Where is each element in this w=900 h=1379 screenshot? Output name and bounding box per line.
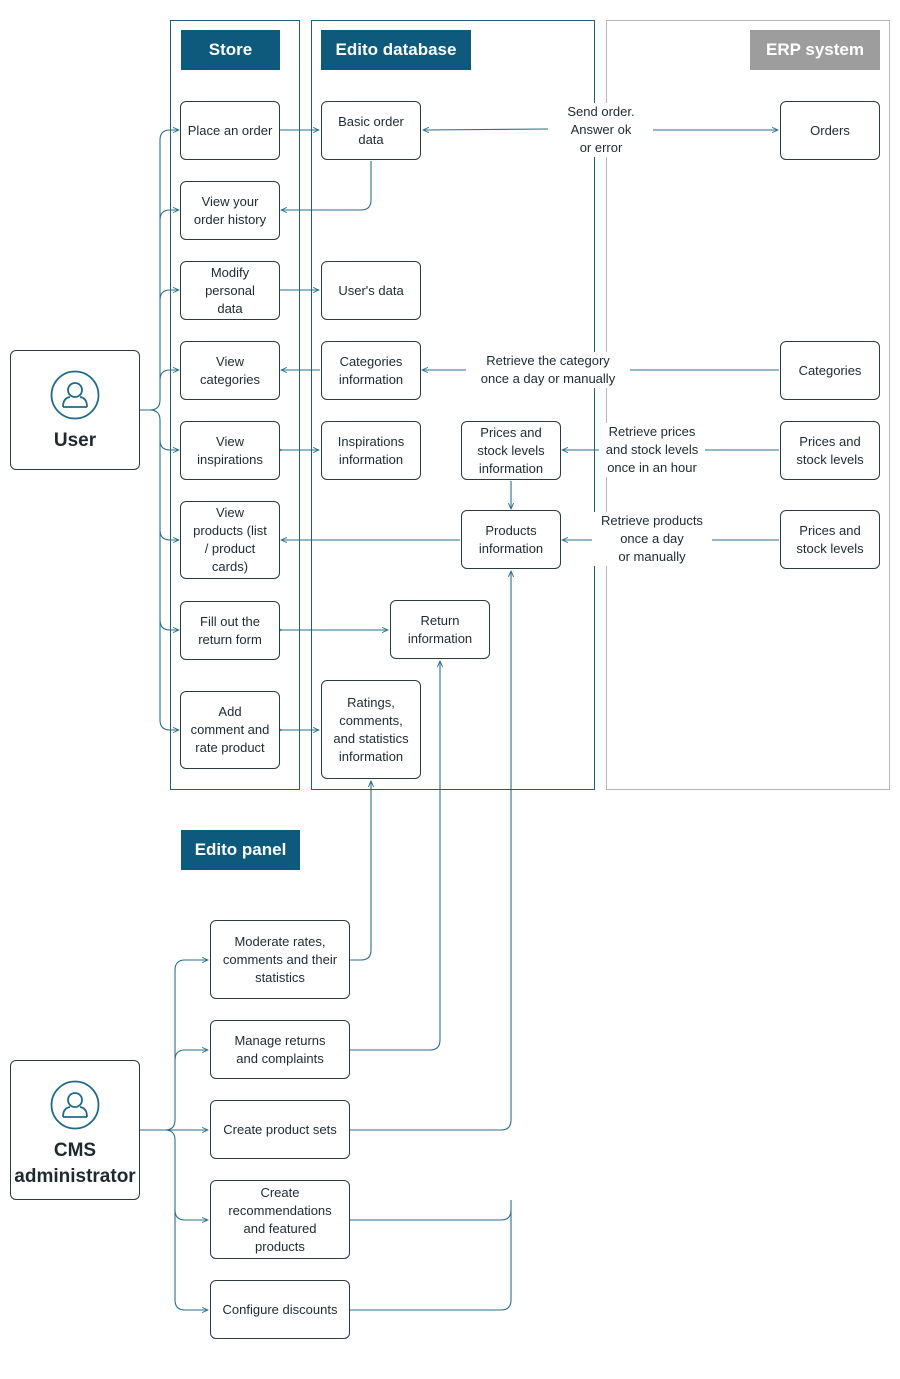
moderate-rates-box[interactable]: Moderate rates, comments and their stati… bbox=[210, 920, 350, 999]
wire-user-return bbox=[159, 619, 179, 630]
user-fanout-lower bbox=[149, 409, 179, 730]
modify-personal-data-box[interactable]: Modify personal data bbox=[180, 261, 280, 320]
wire-discounts bbox=[350, 1200, 512, 1311]
create-product-sets-box[interactable]: Create product sets bbox=[210, 1100, 350, 1159]
wire-recommendations bbox=[350, 1209, 512, 1221]
edito-database-lane bbox=[311, 20, 595, 790]
wire-send-order-left bbox=[423, 129, 549, 130]
prices-stock-information-box[interactable]: Prices and stock levels information bbox=[461, 421, 561, 480]
user-actor[interactable]: User bbox=[10, 350, 140, 470]
wire-user-inspirations bbox=[159, 439, 179, 450]
erp-categories-box[interactable]: Categories bbox=[780, 341, 880, 400]
manage-returns-box[interactable]: Manage returns and complaints bbox=[210, 1020, 350, 1079]
wire-user-history bbox=[159, 210, 179, 221]
create-recommendations-box[interactable]: Create recommendations and featured prod… bbox=[210, 1180, 350, 1259]
view-inspirations-box[interactable]: View inspirations bbox=[180, 421, 280, 480]
users-data-box[interactable]: User's data bbox=[321, 261, 421, 320]
erp-orders-box[interactable]: Orders bbox=[780, 101, 880, 160]
add-comment-box[interactable]: Add comment and rate product bbox=[180, 691, 280, 769]
cms-admin-actor[interactable]: CMS administrator bbox=[10, 1060, 140, 1200]
retrieve-category-label: Retrieve the category once a day or manu… bbox=[466, 352, 630, 388]
wire-manage-returns bbox=[350, 661, 440, 1051]
inspirations-information-box[interactable]: Inspirations information bbox=[321, 421, 421, 480]
basic-order-data-box[interactable]: Basic order data bbox=[321, 101, 421, 160]
admin-fanout-lower bbox=[164, 1129, 208, 1310]
wire-admin-recommendations bbox=[174, 1209, 208, 1220]
wire-history bbox=[281, 161, 372, 210]
view-categories-box[interactable]: View categories bbox=[180, 341, 280, 400]
edito-panel-header: Edito panel bbox=[181, 830, 300, 870]
cms-admin-label: CMS administrator bbox=[14, 1140, 136, 1187]
wire-panel-products bbox=[350, 571, 511, 1131]
store-lane bbox=[170, 20, 300, 790]
erp-system-lane bbox=[606, 20, 890, 790]
ratings-information-box[interactable]: Ratings, comments, and statistics inform… bbox=[321, 680, 421, 779]
user-label: User bbox=[53, 430, 97, 451]
user-fanout-trunk bbox=[140, 130, 179, 411]
place-order-box[interactable]: Place an order bbox=[180, 101, 280, 160]
edito-database-header: Edito database bbox=[321, 30, 471, 70]
wire-user-modify bbox=[159, 290, 179, 301]
store-lane-header: Store bbox=[181, 30, 280, 70]
fill-return-form-box[interactable]: Fill out the return form bbox=[180, 601, 280, 660]
send-order-label: Send order. Answer ok or error bbox=[549, 103, 653, 157]
wire-user-products bbox=[159, 529, 179, 540]
categories-information-box[interactable]: Categories information bbox=[321, 341, 421, 400]
wire-moderate bbox=[350, 781, 371, 961]
configure-discounts-box[interactable]: Configure discounts bbox=[210, 1280, 350, 1339]
products-information-box[interactable]: Products information bbox=[461, 510, 561, 569]
wire-user-categories bbox=[159, 370, 179, 381]
admin-fanout-trunk bbox=[140, 960, 208, 1131]
user-icon bbox=[50, 370, 100, 420]
return-information-box[interactable]: Return information bbox=[390, 600, 490, 659]
admin-user-icon bbox=[50, 1080, 100, 1130]
view-products-box[interactable]: View products (list / product cards) bbox=[180, 501, 280, 579]
retrieve-products-label: Retrieve products once a day or manually bbox=[592, 512, 712, 566]
erp-prices-stock-box-2[interactable]: Prices and stock levels bbox=[780, 510, 880, 569]
erp-system-header: ERP system bbox=[750, 30, 880, 70]
erp-prices-stock-box-1[interactable]: Prices and stock levels bbox=[780, 421, 880, 480]
wire-admin-returns bbox=[174, 1050, 208, 1061]
retrieve-prices-label: Retrieve prices and stock levels once in… bbox=[599, 423, 705, 477]
view-order-history-box[interactable]: View your order history bbox=[180, 181, 280, 240]
